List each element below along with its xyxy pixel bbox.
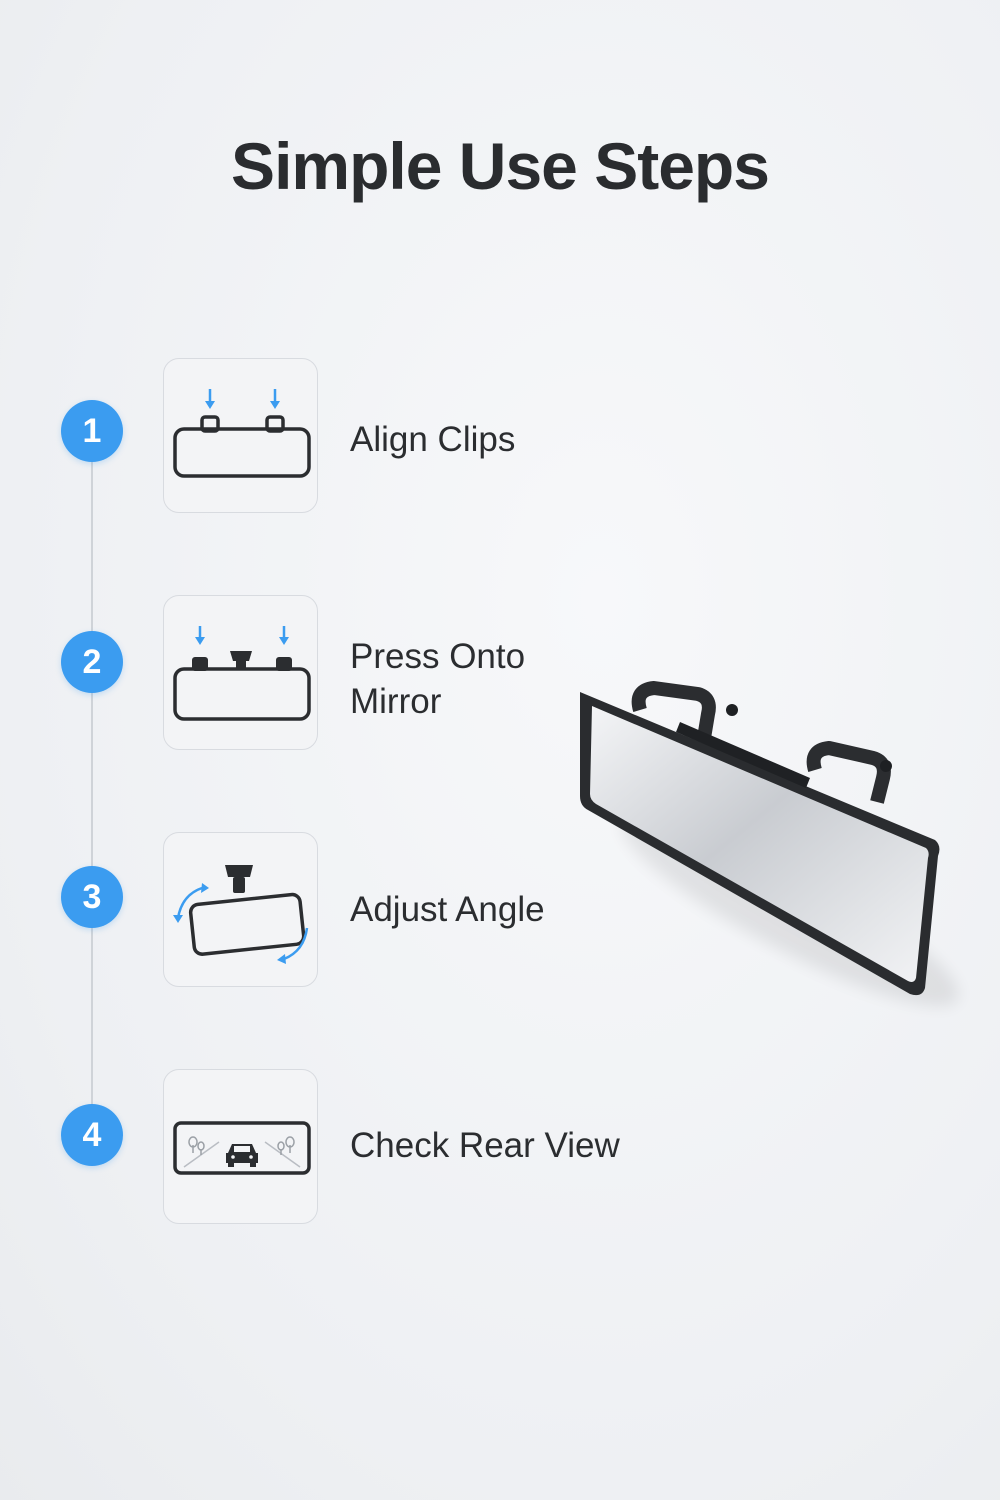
- rearview-mirror-product-image: [580, 681, 959, 1006]
- step-4-label: Check Rear View: [350, 1126, 620, 1165]
- page-title: Simple Use Steps: [231, 129, 770, 203]
- press-onto-mirror-icon: [173, 626, 311, 721]
- step-2-number-badge: 2: [61, 631, 123, 693]
- step-4-icon-box: [163, 1069, 318, 1224]
- step-3-number-badge: 3: [61, 866, 123, 928]
- step-3-label: Adjust Angle: [350, 890, 545, 929]
- rear-view-icon: [173, 1121, 311, 1175]
- step-1-number-badge: 1: [61, 400, 123, 462]
- timeline-line: [91, 440, 93, 1140]
- step-3-icon-box: [163, 832, 318, 987]
- step-4-number-badge: 4: [61, 1104, 123, 1166]
- step-2-label-line2: Mirror: [350, 682, 442, 721]
- step-2-icon-box: [163, 595, 318, 750]
- step-1-icon-box: [163, 358, 318, 513]
- adjust-angle-icon: [173, 865, 309, 964]
- step-2-label-line1: Press Onto: [350, 637, 526, 676]
- step-1-label: Align Clips: [350, 420, 516, 459]
- align-clips-icon: [173, 389, 311, 478]
